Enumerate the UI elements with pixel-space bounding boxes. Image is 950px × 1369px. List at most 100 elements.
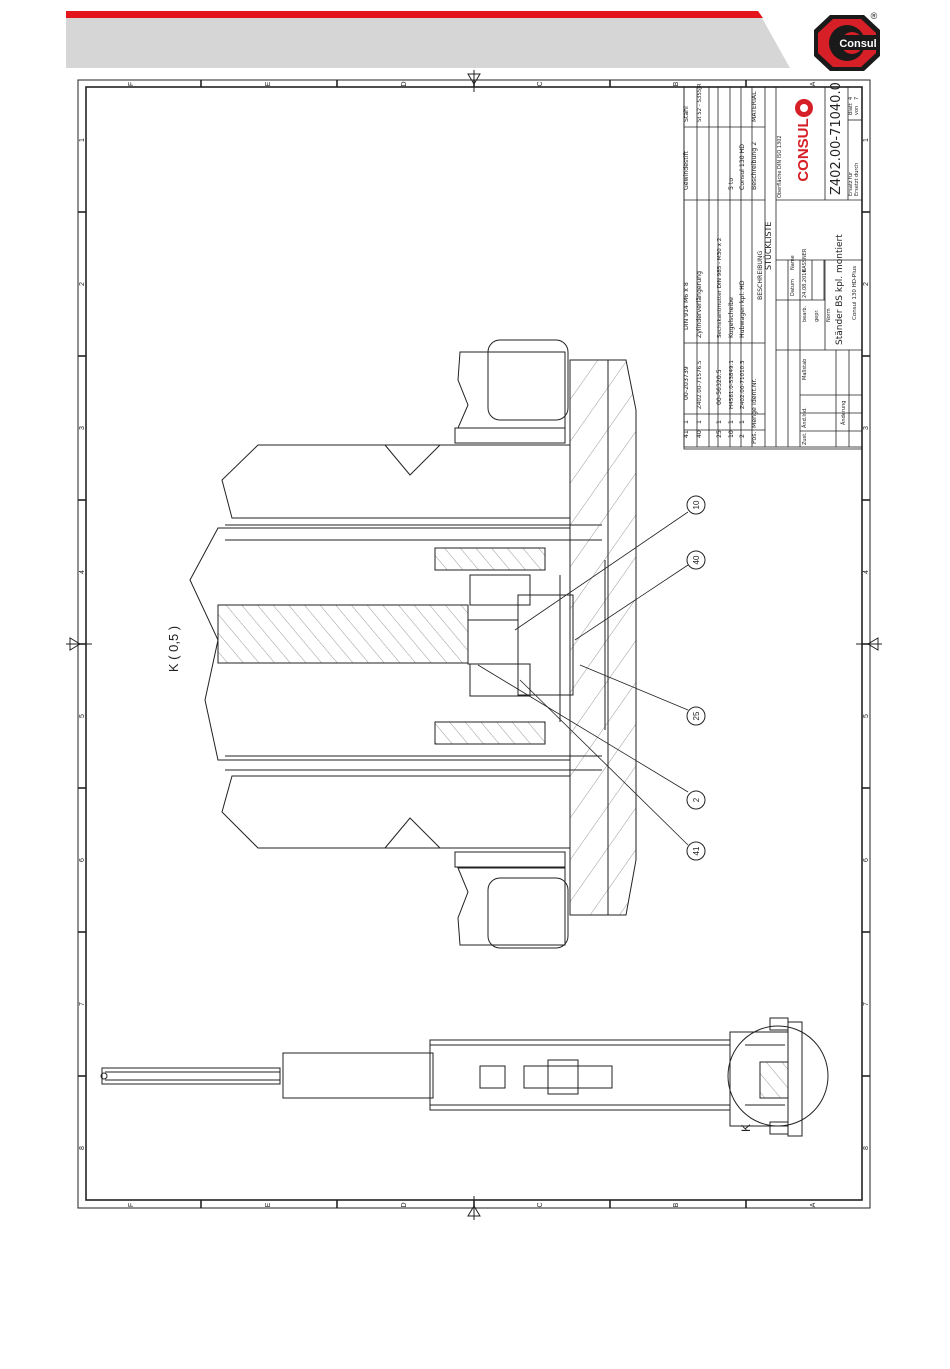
part-qty: 1 <box>683 420 690 424</box>
balloon: 41 <box>686 841 706 861</box>
bracket-bottom-block <box>454 851 566 868</box>
balloon: 40 <box>686 550 706 570</box>
part-pos: 40 <box>696 430 703 438</box>
part-pos: 2 <box>739 434 746 438</box>
balloon: 25 <box>686 706 706 726</box>
part-qty: 1 <box>696 420 703 424</box>
detail-circle-k <box>727 1025 829 1127</box>
drawn-by: KASSNER <box>802 248 808 272</box>
base-plate <box>569 359 609 916</box>
zone-number-left: 5 <box>79 714 86 718</box>
drawing-subtitle: Consul 130 HD-Plus <box>852 266 858 320</box>
checked-label: gepr. <box>814 309 820 322</box>
zone-number-right: 2 <box>863 282 870 286</box>
ring-bottom <box>434 721 546 745</box>
zone-number-right: 7 <box>863 1002 870 1006</box>
zone-number-left: 6 <box>79 858 86 862</box>
zone-letter-bottom: A <box>810 1202 817 1207</box>
replaced-by-label: Ersetzt durch <box>854 163 860 196</box>
date-label: Datum <box>790 279 796 296</box>
header-band <box>66 11 790 68</box>
zone-letter-bottom: F <box>128 1203 135 1207</box>
zone-number-left: 2 <box>79 282 86 286</box>
header-material: MATERIAL <box>751 91 758 122</box>
part-material: St 52 - S355JR <box>697 83 703 122</box>
part-ident: Z402.00-71576.5 <box>697 360 703 409</box>
change-label: Änderung <box>840 401 847 425</box>
zone-letter-bottom: D <box>401 1202 408 1207</box>
part-desc2: Consul 130 HD <box>739 144 746 190</box>
column-main <box>429 1039 731 1111</box>
leader-lines <box>477 511 689 846</box>
svg-text:2: 2 <box>692 797 701 802</box>
header-pos: Pos. <box>751 431 758 444</box>
part-desc: Hubwagen kpl. HD <box>739 280 746 338</box>
zone-letter-bottom: B <box>673 1202 680 1207</box>
of-label: von <box>854 106 860 115</box>
base-plate-outer <box>607 359 637 916</box>
part-material: Stahl <box>683 106 690 122</box>
detail-view-label: K ( 0,5 ) <box>166 626 181 672</box>
scale-label: Maßstab <box>802 359 808 380</box>
column-profile <box>189 527 571 761</box>
norm-label: Norm <box>826 308 832 322</box>
name-label: Name <box>790 255 796 270</box>
surface-label: Oberfläche DIN ISO 1302 <box>777 135 783 198</box>
parts-list-text: 41 1 00-203739 DIN 914 M6 x 8 Gewindesti… <box>683 83 773 444</box>
zust-label: Zust. <box>802 432 808 445</box>
zone-number-left: 1 <box>79 138 86 142</box>
header-desc2: Beschreibung 2 <box>751 142 758 190</box>
svg-text:40: 40 <box>692 555 701 564</box>
inner-border <box>85 86 863 1201</box>
part-pos: 10 <box>728 430 735 438</box>
header-desc: BESCHREIBUNG <box>757 251 764 300</box>
column-wall-top <box>221 444 571 519</box>
zone-letter-top: E <box>265 81 272 86</box>
header-red-stripe <box>66 11 763 18</box>
part-desc: Kugelscheibe <box>728 297 735 338</box>
parts-list-block <box>683 86 863 448</box>
piston-rod-end <box>467 619 519 665</box>
column-wall-bottom <box>221 775 571 849</box>
zone-number-right: 1 <box>863 138 870 142</box>
zone-number-right: 4 <box>863 570 870 574</box>
section-detail-view <box>189 339 637 949</box>
parts-list-title: STÜCKLISTE <box>763 222 773 271</box>
bracket-bottom <box>457 867 566 946</box>
part-qty: 1 <box>728 420 735 424</box>
consul-logo: Consul ® <box>814 11 880 71</box>
bracket-top-block <box>454 427 566 444</box>
window <box>479 1065 506 1089</box>
zone-letter-top: B <box>673 81 680 86</box>
carriage <box>523 1065 613 1089</box>
part-pos: 25 <box>716 430 723 438</box>
balloon: 10 <box>686 495 706 515</box>
extension <box>517 594 574 696</box>
column-body <box>282 1052 434 1099</box>
part-ident: Z402.00-71010.3 <box>740 360 746 409</box>
part-pos: 41 <box>683 430 690 438</box>
zone-letter-top: D <box>401 81 408 86</box>
part-ident: 00-203739 <box>683 366 690 400</box>
balloon: 2 <box>686 790 706 810</box>
rail <box>101 1067 281 1085</box>
replaces-label: Ersatz für <box>848 171 854 196</box>
sheet-label: Blatt <box>848 103 854 115</box>
outer-border <box>77 79 871 1209</box>
zone-letter-top: A <box>810 81 817 86</box>
bracket-top <box>457 351 566 429</box>
centering-marks <box>66 70 882 1220</box>
header-gray-band <box>66 18 790 68</box>
drawing-date: 24.08.2010 <box>802 269 808 298</box>
v-notch-top <box>383 444 442 476</box>
side-pad-bottom <box>487 877 569 949</box>
zone-letter-bottom: C <box>537 1202 544 1207</box>
drawing-number: Z402.00-71040.0 <box>829 82 844 195</box>
sheet-number: 4 <box>848 97 854 100</box>
header-qty: Menge <box>751 407 758 428</box>
zone-numbers: 1 2 3 4 5 6 7 8 1 2 3 4 5 6 7 8 <box>79 138 870 1150</box>
side-pad-top <box>487 339 569 421</box>
logo-brand-text: Consul <box>839 38 876 50</box>
svg-text:25: 25 <box>692 711 701 720</box>
detail-ref-label: K <box>739 1124 753 1132</box>
